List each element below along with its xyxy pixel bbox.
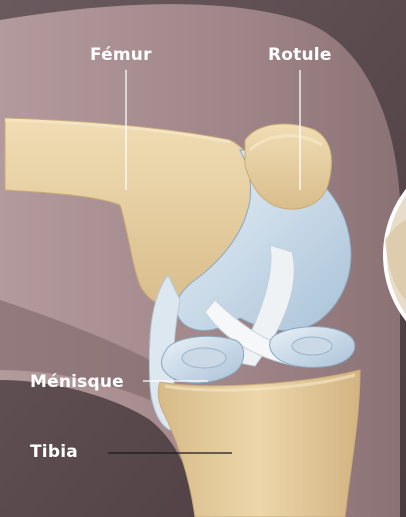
rotule-label: Rotule bbox=[268, 45, 332, 65]
femur-label: Fémur bbox=[90, 45, 152, 65]
tibia-label: Tibia bbox=[30, 442, 78, 462]
menisque-label: Ménisque bbox=[30, 372, 124, 392]
